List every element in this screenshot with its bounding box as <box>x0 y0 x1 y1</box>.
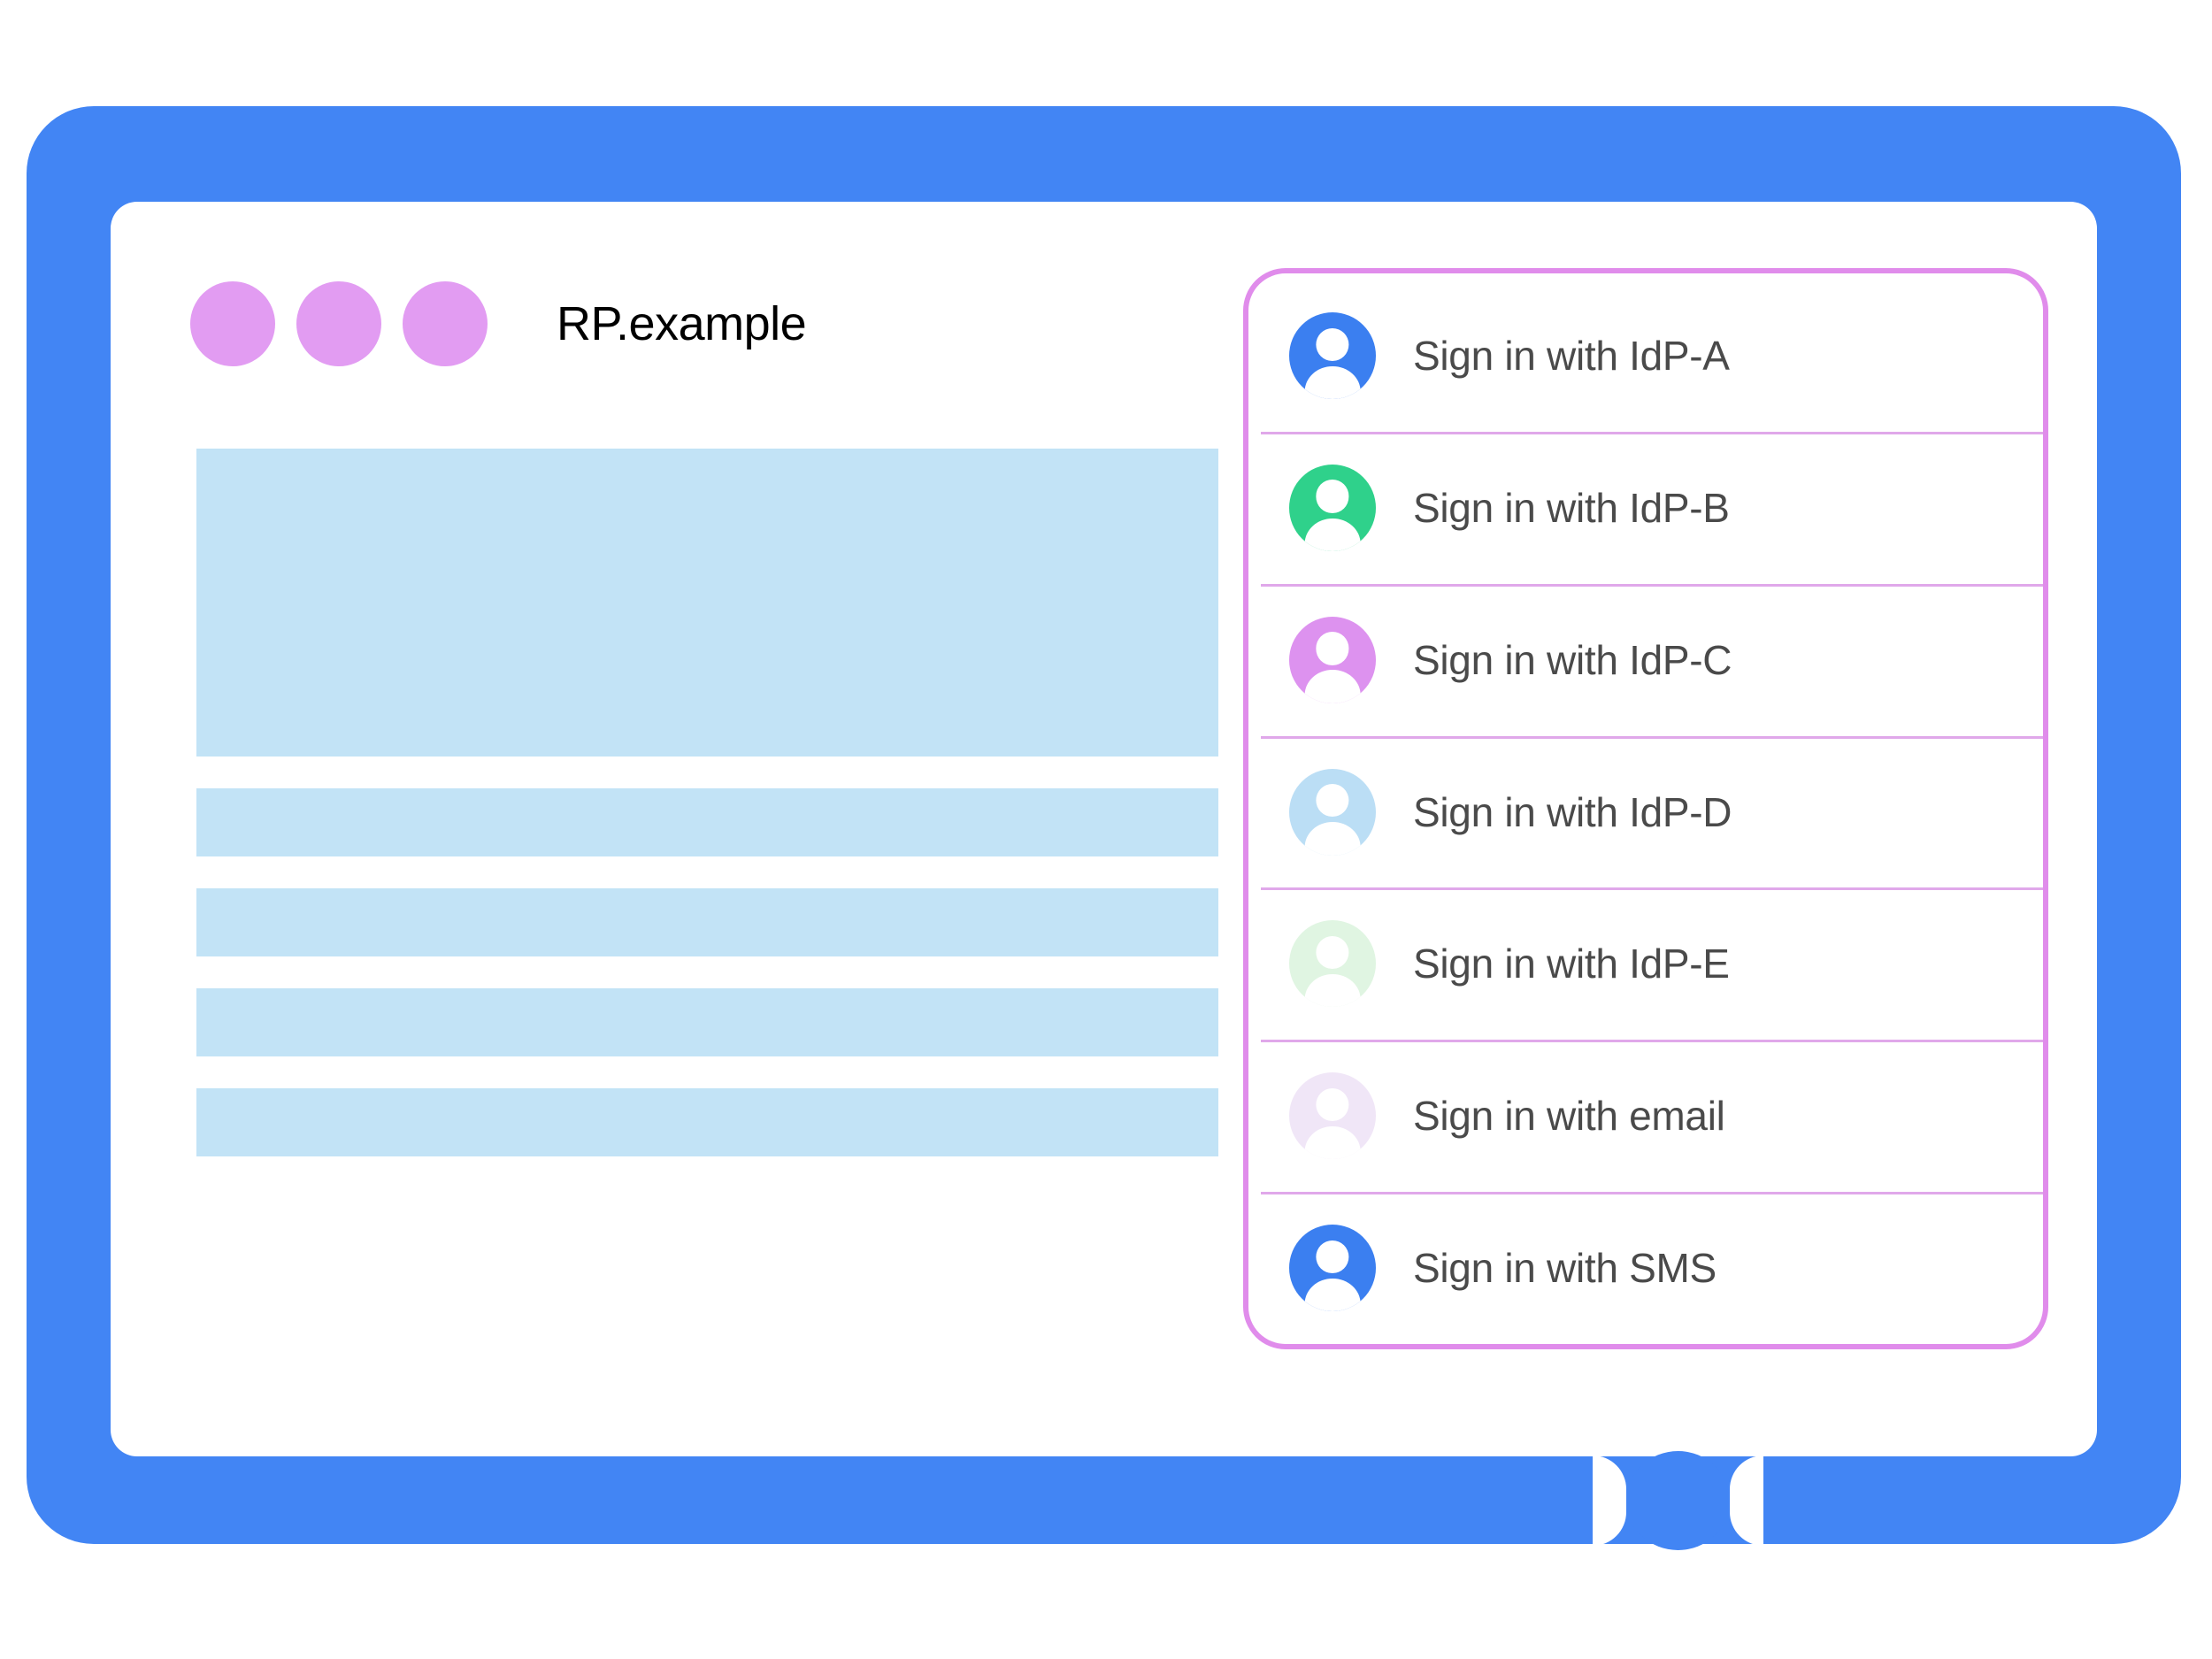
signin-option-label: Sign in with SMS <box>1413 1245 1717 1292</box>
avatar-icon <box>1289 1072 1376 1160</box>
signin-option-4[interactable]: Sign in with IdP-D <box>1248 735 2043 888</box>
signin-option-label: Sign in with IdP-B <box>1413 484 1730 531</box>
signin-option-6[interactable]: Sign in with email <box>1248 1040 2043 1192</box>
page-content-placeholder <box>196 449 1218 1156</box>
content-block-line <box>196 888 1218 956</box>
signin-option-3[interactable]: Sign in with IdP-C <box>1248 583 2043 736</box>
home-button-gap-right <box>1730 1455 1763 1546</box>
signin-option-label: Sign in with IdP-D <box>1413 788 1732 835</box>
signin-account-chooser-panel: Sign in with IdP-A Sign in with IdP-B Sign… <box>1243 268 2048 1349</box>
content-block-hero <box>196 449 1218 757</box>
titlebar-dot-3[interactable] <box>403 281 488 366</box>
signin-option-label: Sign in with IdP-C <box>1413 636 1732 683</box>
content-block-line <box>196 788 1218 856</box>
avatar-icon <box>1289 616 1376 703</box>
content-block-line <box>196 1088 1218 1156</box>
page-title: RP.example <box>557 297 807 350</box>
avatar-icon <box>1289 464 1376 551</box>
home-button-gap-left <box>1593 1455 1626 1546</box>
avatar-icon <box>1289 920 1376 1008</box>
avatar-icon <box>1289 1225 1376 1312</box>
content-block-line <box>196 988 1218 1056</box>
avatar-icon <box>1289 311 1376 399</box>
avatar-icon <box>1289 768 1376 856</box>
signin-option-5[interactable]: Sign in with IdP-E <box>1248 887 2043 1040</box>
signin-option-label: Sign in with IdP-E <box>1413 941 1730 987</box>
signin-option-2[interactable]: Sign in with IdP-B <box>1248 431 2043 584</box>
titlebar-dot-1[interactable] <box>190 281 275 366</box>
signin-option-label: Sign in with IdP-A <box>1413 332 1730 379</box>
signin-option-1[interactable]: Sign in with IdP-A <box>1248 280 2043 432</box>
signin-option-7[interactable]: Sign in with SMS <box>1248 1192 2043 1344</box>
titlebar-dot-2[interactable] <box>296 281 381 366</box>
browser-titlebar: RP.example <box>111 271 2097 377</box>
signin-options-list: Sign in with IdP-A Sign in with IdP-B Sign… <box>1248 273 2043 1344</box>
home-button[interactable] <box>1626 1451 1730 1550</box>
signin-option-label: Sign in with email <box>1413 1093 1725 1140</box>
